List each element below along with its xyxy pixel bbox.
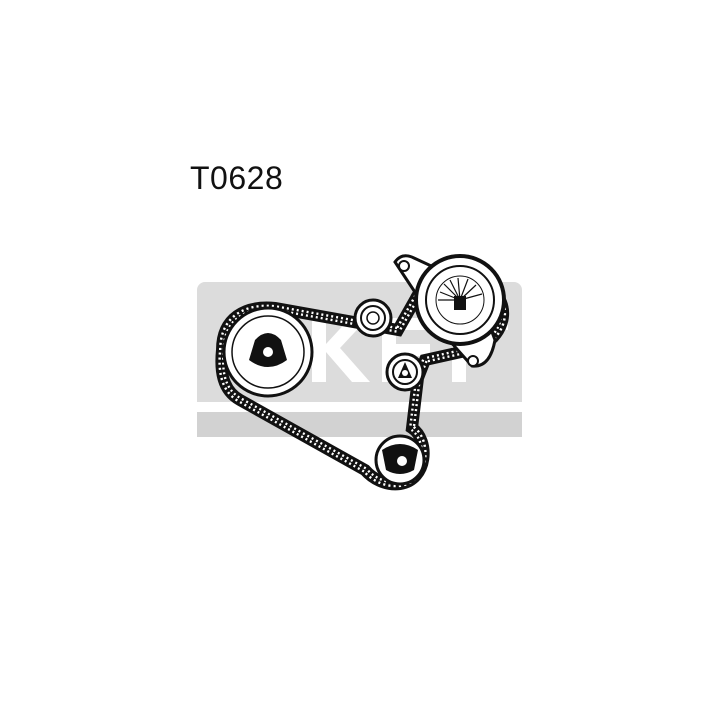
crankshaft-pulley-icon [222, 306, 314, 398]
tensioner-roller-icon [385, 352, 425, 392]
camshaft-pulley-icon [393, 254, 506, 368]
part-number-label: T0628 [190, 160, 284, 196]
water-pump-pulley-icon [374, 434, 426, 486]
idler-roller-icon [353, 298, 393, 338]
